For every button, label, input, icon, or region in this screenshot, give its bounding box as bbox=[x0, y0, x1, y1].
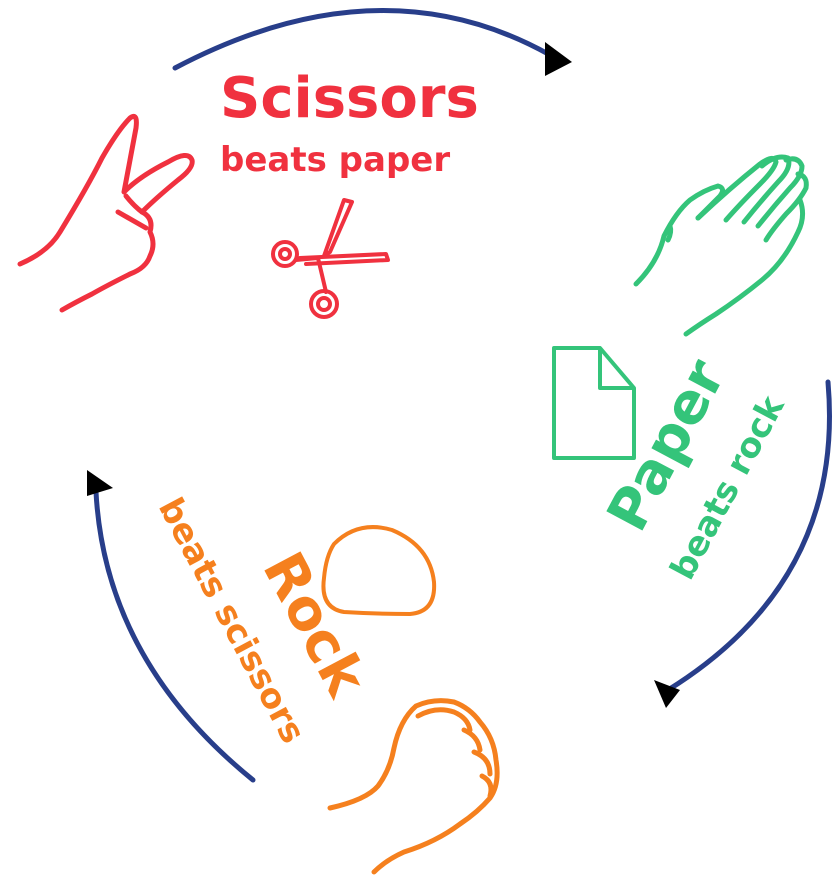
scissors-section: Scissors beats paper bbox=[20, 66, 479, 317]
v-sign-hand-icon bbox=[20, 116, 192, 310]
rock-section: Rock beats scissors bbox=[150, 491, 497, 872]
arrow-arc-scissors-to-paper bbox=[175, 11, 550, 68]
scissors-subtitle: beats paper bbox=[220, 140, 450, 180]
scissors-title: Scissors bbox=[220, 66, 479, 131]
arrowhead-left-icon bbox=[87, 470, 113, 496]
rock-icon bbox=[323, 527, 434, 614]
open-hand-icon bbox=[636, 157, 806, 334]
fist-icon bbox=[330, 701, 497, 872]
arrowhead-top-icon bbox=[545, 42, 572, 76]
scissors-icon bbox=[273, 200, 388, 317]
paper-section: Paper beats rock bbox=[554, 157, 806, 586]
paper-sheet-icon bbox=[554, 348, 634, 458]
